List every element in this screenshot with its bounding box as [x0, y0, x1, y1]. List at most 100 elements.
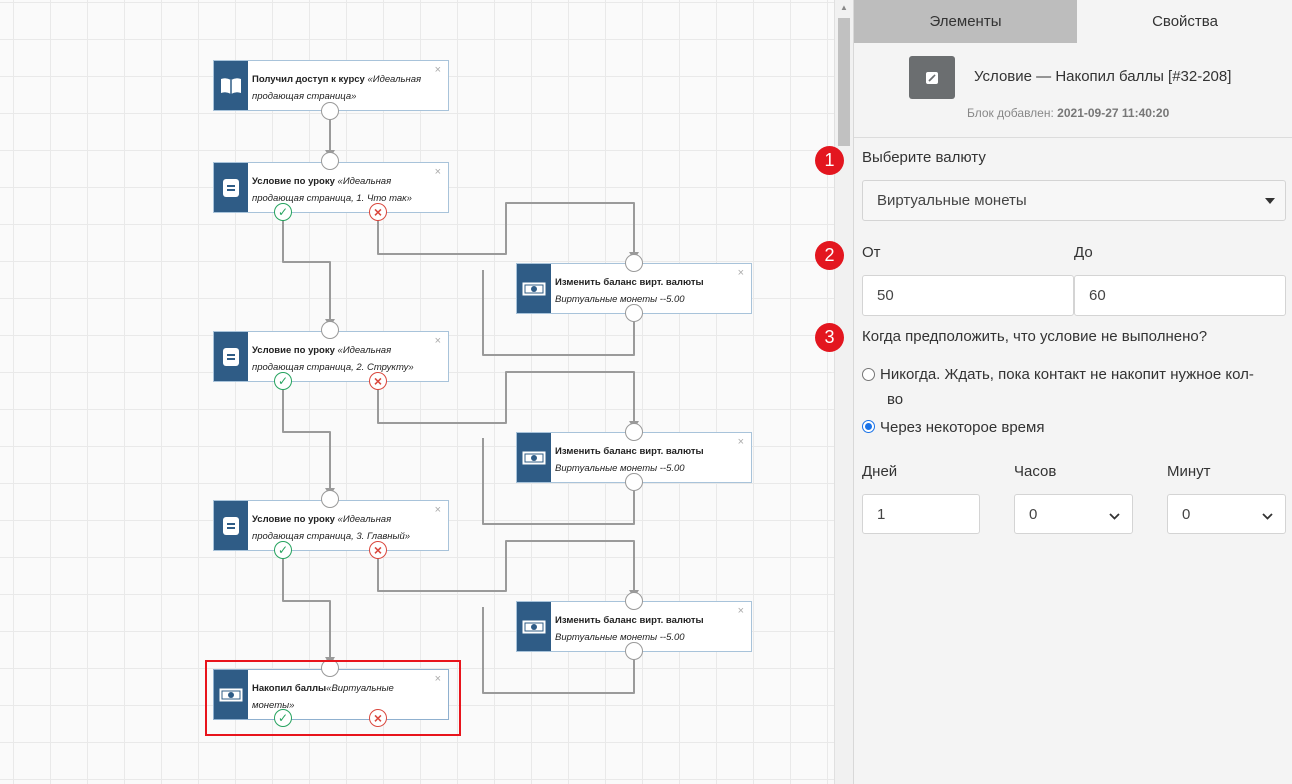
- close-icon[interactable]: ×: [434, 166, 441, 178]
- banknote-icon: [214, 670, 248, 719]
- lesson-icon: [214, 332, 248, 381]
- step-badge-3: 3: [815, 323, 844, 352]
- node-detail: Виртуальные монеты --5.00: [555, 463, 685, 474]
- cross-icon[interactable]: ×: [369, 203, 387, 221]
- chevron-down-icon: [1109, 509, 1120, 523]
- radio-never-label-cont: во: [887, 391, 904, 408]
- from-label: От: [862, 244, 881, 261]
- properties-panel: Элементы Свойства Условие — Накопил балл…: [815, 0, 1292, 784]
- node-detail: «Идеальная продающая страница, 1. Что та…: [252, 176, 412, 204]
- node-input-port[interactable]: [625, 423, 643, 441]
- workflow-canvas[interactable]: Получил доступ к курсу «Идеальная продаю…: [0, 0, 834, 784]
- node-detail: Виртуальные монеты --5.00: [555, 294, 685, 305]
- from-input[interactable]: 50: [862, 275, 1074, 316]
- minutes-select[interactable]: 0: [1167, 494, 1286, 534]
- radio-never-label: Никогда. Ждать, пока контакт не накопит …: [880, 366, 1254, 383]
- node-title: Изменить баланс вирт. валюты: [555, 446, 704, 457]
- canvas-scrollbar[interactable]: ▲: [834, 0, 853, 784]
- node-lesson-condition-1[interactable]: Условие по уроку «Идеальная продающая ст…: [213, 162, 449, 213]
- close-icon[interactable]: ×: [737, 605, 744, 617]
- node-title: Условие по уроку: [252, 176, 335, 187]
- days-label: Дней: [862, 463, 898, 480]
- minutes-label: Минут: [1167, 463, 1211, 480]
- node-title: Получил доступ к курсу: [252, 74, 365, 85]
- node-output-port[interactable]: [321, 102, 339, 120]
- currency-select[interactable]: Виртуальные монеты: [862, 180, 1286, 221]
- block-header: Условие — Накопил баллы [#32-208] Блок д…: [854, 43, 1292, 138]
- hours-select[interactable]: 0: [1014, 494, 1133, 534]
- banknote-icon: [517, 433, 551, 482]
- banknote-icon: [517, 602, 551, 651]
- check-icon[interactable]: ✓: [274, 203, 292, 221]
- tab-elements[interactable]: Элементы: [854, 0, 1077, 43]
- node-title: Накопил баллы: [252, 683, 327, 694]
- close-icon[interactable]: ×: [434, 504, 441, 516]
- lesson-icon: [214, 501, 248, 550]
- currency-select-value: Виртуальные монеты: [877, 192, 1027, 209]
- node-input-port[interactable]: [321, 659, 339, 677]
- node-detail: Виртуальные монеты --5.00: [555, 632, 685, 643]
- scroll-up-icon[interactable]: ▲: [840, 3, 848, 12]
- check-icon[interactable]: ✓: [274, 372, 292, 390]
- hours-select-value: 0: [1029, 505, 1038, 523]
- to-input[interactable]: 60: [1074, 275, 1286, 316]
- block-added-info: Блок добавлен: 2021-09-27 11:40:20: [967, 106, 1169, 120]
- connector-n7-n8: [482, 607, 635, 694]
- node-input-port[interactable]: [321, 490, 339, 508]
- node-detail: «Идеальная продающая страница»: [252, 74, 422, 102]
- close-icon[interactable]: ×: [434, 335, 441, 347]
- radio-after-time-label: Через некоторое время: [880, 419, 1045, 436]
- edit-icon: [909, 56, 955, 99]
- node-input-port[interactable]: [625, 254, 643, 272]
- connector-n3-n4: [482, 270, 635, 356]
- step-badge-1: 1: [815, 146, 844, 175]
- connector-n2-no: [377, 202, 635, 255]
- block-title: Условие — Накопил баллы [#32-208]: [974, 68, 1232, 85]
- node-lesson-condition-2[interactable]: Условие по уроку «Идеальная продающая ст…: [213, 331, 449, 382]
- close-icon[interactable]: ×: [737, 436, 744, 448]
- chevron-down-icon: [1262, 509, 1273, 523]
- node-title: Изменить баланс вирт. валюты: [555, 277, 704, 288]
- check-icon[interactable]: ✓: [274, 541, 292, 559]
- node-title: Условие по уроку: [252, 345, 335, 356]
- tab-properties[interactable]: Свойства: [1077, 0, 1292, 43]
- to-label: До: [1074, 244, 1093, 261]
- caret-down-icon: [1265, 197, 1275, 204]
- radio-never[interactable]: [862, 368, 875, 381]
- banknote-icon: [517, 264, 551, 313]
- node-input-port[interactable]: [625, 592, 643, 610]
- node-title: Изменить баланс вирт. валюты: [555, 615, 704, 626]
- selection-highlight: [205, 660, 461, 736]
- node-points-accumulated[interactable]: Накопил баллы«Виртуальные монеты» ×: [213, 669, 449, 720]
- scrollbar-thumb[interactable]: [838, 18, 850, 146]
- close-icon[interactable]: ×: [737, 267, 744, 279]
- connector-n5-n6: [482, 438, 635, 525]
- connector-n6-ok: [282, 558, 331, 659]
- connector-n2-ok: [282, 220, 331, 321]
- check-icon[interactable]: ✓: [274, 709, 292, 727]
- node-output-port[interactable]: [625, 473, 643, 491]
- node-input-port[interactable]: [321, 321, 339, 339]
- panel-tabs: Элементы Свойства: [854, 0, 1292, 43]
- block-added-label: Блок добавлен:: [967, 106, 1054, 120]
- close-icon[interactable]: ×: [434, 64, 441, 76]
- connector-n6-no: [377, 540, 635, 592]
- fail-question-label: Когда предположить, что условие не выпол…: [862, 328, 1208, 345]
- node-lesson-condition-3[interactable]: Условие по уроку «Идеальная продающая ст…: [213, 500, 449, 551]
- node-output-port[interactable]: [625, 304, 643, 322]
- block-added-value: 2021-09-27 11:40:20: [1057, 106, 1170, 120]
- step-badge-2: 2: [815, 241, 844, 270]
- node-title: Условие по уроку: [252, 514, 335, 525]
- node-detail: «Идеальная продающая страница, 3. Главны…: [252, 514, 411, 542]
- lesson-icon: [214, 163, 248, 212]
- cross-icon[interactable]: ×: [369, 709, 387, 727]
- connector-n4-no: [377, 371, 635, 424]
- cross-icon[interactable]: ×: [369, 541, 387, 559]
- book-open-icon: [214, 61, 248, 110]
- node-input-port[interactable]: [321, 152, 339, 170]
- days-input[interactable]: 1: [862, 494, 980, 534]
- node-output-port[interactable]: [625, 642, 643, 660]
- close-icon[interactable]: ×: [434, 673, 441, 685]
- radio-after-time[interactable]: [862, 420, 875, 433]
- cross-icon[interactable]: ×: [369, 372, 387, 390]
